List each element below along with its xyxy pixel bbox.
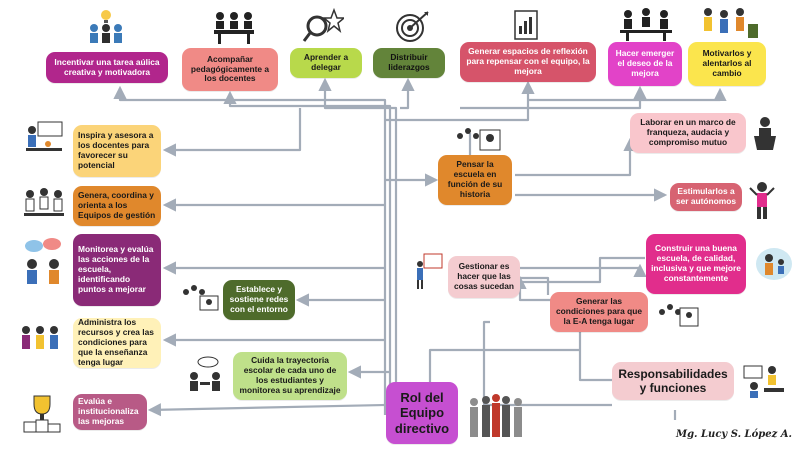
office-meeting-icon [620, 8, 672, 41]
node-hacer-emerger: Hacer emerger el deseo de la mejora [608, 42, 682, 86]
node-motivarlos: Motivarlos y alentarlos al cambio [688, 42, 766, 86]
node-gestionar: Gestionar es hacer que las cosas sucedan [448, 256, 520, 298]
trophy-podium-icon [23, 395, 61, 433]
node-distribuir: Distribuir liderazgos [373, 48, 445, 78]
node-acompanar: Acompañar pedagógicamente a los docentes [182, 48, 278, 91]
team-coordination-icon [24, 188, 64, 216]
node-estimularlos: Estimularlos a ser autónomos [670, 183, 742, 211]
node-pensar: Pensar la escuela en función de su histo… [438, 155, 512, 205]
node-laborar: Laborar en un marco de franqueza, audaci… [630, 113, 746, 153]
meeting-table-icon [214, 12, 254, 44]
surprised-person-icon [749, 182, 775, 219]
node-responsabilidades: Responsabilidades y funciones [612, 362, 734, 400]
speaker-podium-icon [754, 117, 776, 150]
author-signature: Mg. Lucy S. López A. [676, 429, 792, 440]
report-icon [514, 10, 538, 40]
teacher-students-icon [26, 121, 63, 151]
team-celebration-icon [704, 8, 758, 38]
network-people-icon [183, 285, 219, 311]
node-aprender: Aprender a delegar [290, 48, 362, 78]
network-computer-icon-2 [659, 304, 699, 327]
node-establece: Establece y sostiene redes con el entorn… [223, 280, 295, 320]
resources-team-icon [22, 326, 58, 349]
node-generar-condiciones: Generar las condiciones para que la E-A … [550, 292, 648, 332]
mother-child-icon [756, 248, 792, 280]
node-genera-coordina: Genera, coordina y orienta a los Equipos… [73, 186, 161, 226]
idea-people-icon [90, 10, 122, 43]
node-inspira: Inspira y asesora a los docentes para fa… [73, 125, 161, 177]
node-cuida: Cuida la trayectoria escolar de cada uno… [233, 352, 347, 400]
presenter-board-icon [417, 253, 443, 289]
node-administra: Administra los recursos y crea las condi… [73, 317, 161, 368]
node-evalua: Evalúa e institucionaliza las mejoras [73, 394, 147, 430]
target-arrow-icon [396, 11, 429, 42]
student-monitoring-icon [190, 356, 220, 391]
node-incentivar: Incentivar una tarea aúlica creativa y m… [46, 52, 168, 83]
online-class-icon [743, 365, 784, 398]
speech-bubbles-people-icon [25, 238, 61, 284]
magnifier-star-icon [302, 8, 344, 42]
network-computer-icon [457, 128, 501, 151]
node-rol-equipo-directivo: Rol del Equipo directivo [386, 382, 458, 444]
node-generar-espacios: Generar espacios de reflexión para repen… [460, 42, 596, 82]
people-group-icon [470, 394, 522, 437]
node-monitorea: Monitorea y evalúa las acciones de la es… [73, 234, 161, 306]
node-construir: Construir una buena escuela, de calidad,… [646, 234, 746, 294]
